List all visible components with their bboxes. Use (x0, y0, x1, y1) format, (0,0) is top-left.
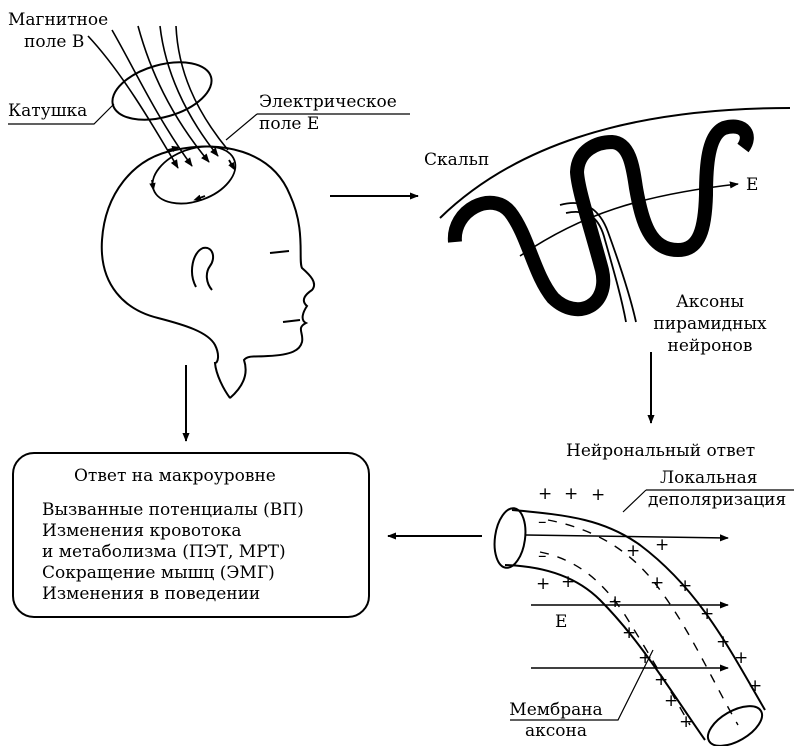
axons-label-line3: нейронов (640, 336, 780, 356)
membrane-label-line2: аксона (496, 721, 616, 741)
electric-field-label-line1: Электрическое (259, 92, 397, 112)
magnetic-field-label-line2: поле B (24, 32, 84, 52)
plus-sign: + (650, 575, 664, 592)
plus-sign: + (608, 594, 622, 611)
plus-sign: + (700, 606, 714, 623)
axons-label-line1: Аксоны (640, 292, 780, 312)
plus-sign: + (654, 672, 668, 689)
plus-sign: + (538, 486, 552, 503)
field-e-label-axon: E (555, 612, 567, 632)
plus-sign: + (664, 693, 678, 710)
minus-sign: – (538, 548, 547, 565)
macro-item: Сокращение мышц (ЭМГ) (42, 563, 275, 583)
plus-sign: + (678, 578, 692, 595)
neuronal-response-label: Нейрональный ответ (566, 441, 755, 461)
field-e-label-scalp: E (746, 175, 758, 195)
minus-sign: – (538, 514, 547, 531)
coil-label: Катушка (8, 101, 87, 121)
plus-sign: + (622, 625, 636, 642)
plus-sign: + (748, 678, 762, 695)
local-depolarization-label-line1: Локальная (660, 468, 757, 488)
magnetic-field-label-line1: Магнитное (8, 10, 108, 30)
macro-item: Вызванные потенциалы (ВП) (42, 500, 304, 520)
head-outline (102, 146, 314, 398)
plus-sign: + (734, 650, 748, 667)
macro-item: Изменения кровотока (42, 521, 242, 541)
plus-sign: + (536, 576, 550, 593)
macro-response-box: Ответ на макроуровне Вызванные потенциал… (12, 452, 370, 618)
plus-sign: + (638, 650, 652, 667)
plus-sign: + (679, 714, 693, 731)
membrane-label-line1: Мембрана (496, 700, 616, 720)
local-depolarization-label-line2: деполяризация (648, 490, 786, 510)
axons-label-line2: пирамидных (640, 314, 780, 334)
macro-item: Изменения в поведении (42, 584, 260, 604)
plus-sign: + (626, 543, 640, 560)
electric-field-label-line2: поле E (259, 114, 319, 134)
plus-sign: + (564, 486, 578, 503)
plus-sign: + (716, 634, 730, 651)
macro-title: Ответ на макроуровне (74, 466, 276, 486)
plus-sign: + (561, 574, 575, 591)
plus-sign: + (591, 487, 605, 504)
plus-sign: + (655, 537, 669, 554)
scalp-label: Скальп (424, 150, 489, 170)
macro-item: и метаболизма (ПЭТ, МРТ) (42, 542, 286, 562)
